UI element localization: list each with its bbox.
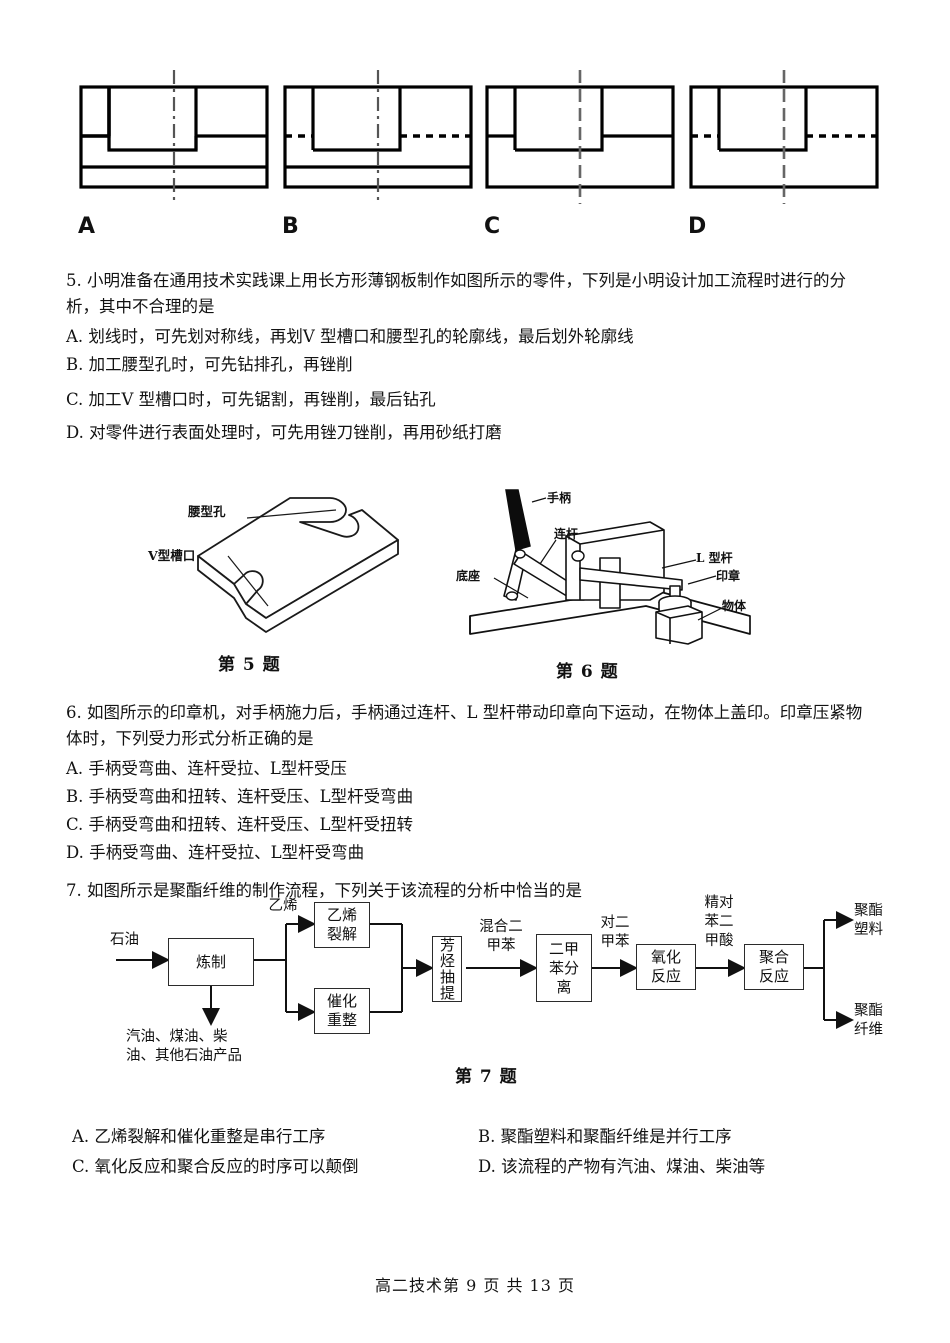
stamp-label: 印章: [716, 568, 740, 583]
l-rod-label: L 型杆: [696, 550, 733, 565]
question-5-option-c[interactable]: C. 加工V 型槽口时，可先锯割，再锉削，最后钻孔: [66, 390, 436, 409]
flow-node-catalytic-reforming: 催化重整: [314, 988, 370, 1034]
flow-node-aromatic-extraction: 芳烃抽提: [432, 936, 462, 1002]
flow-edge-label-pta: 精对苯二甲酸: [704, 895, 734, 949]
question-7-stem: 7. 如图所示是聚酯纤维的制作流程，下列关于该流程的分析中恰当的是: [66, 881, 582, 900]
question-6-option-d[interactable]: D. 手柄受弯曲、连杆受拉、L型杆受弯曲: [66, 843, 365, 862]
choice-c-drawing: [484, 62, 684, 211]
flow-output-fuels: 汽油、煤油、柴油、其他石油产品: [126, 1029, 242, 1064]
question-7-figure-caption: 第 7 题: [455, 1067, 518, 1087]
object-label: 物体: [722, 598, 747, 613]
flow-edge-label-ethylene: 乙烯: [268, 898, 298, 914]
flow-output-polyester-fiber: 聚酯纤维: [854, 1003, 883, 1038]
flow-node-refining: 炼制: [168, 938, 254, 986]
flow-input-petroleum: 石油: [110, 932, 139, 948]
question-5-stem: 5. 小明准备在通用技术实践课上用长方形薄钢板制作如图所示的零件，下列是小明设计…: [66, 271, 846, 316]
question-7-option-d[interactable]: D. 该流程的产物有汽油、煤油、柴油等: [478, 1157, 766, 1176]
question-7-option-b[interactable]: B. 聚酯塑料和聚酯纤维是并行工序: [478, 1127, 732, 1146]
base-label: 底座: [456, 568, 480, 583]
polyester-process-flowchart: 炼制 乙烯裂解 催化重整 芳烃抽提 二甲苯分离 氧化反应 聚合反应 石油 乙烯 …: [110, 895, 883, 1075]
choice-figure-d: D: [688, 62, 888, 257]
question-6-option-a[interactable]: A. 手柄受弯曲、连杆受拉、L型杆受压: [66, 759, 347, 778]
flow-node-xylene-separation: 二甲苯分离: [536, 934, 592, 1002]
question-6-option-c[interactable]: C. 手柄受弯曲和扭转、连杆受压、L型杆受扭转: [66, 815, 413, 834]
choice-label-c: C: [484, 214, 501, 239]
choice-label-d: D: [688, 214, 707, 239]
question-6-option-b[interactable]: B. 手柄受弯曲和扭转、连杆受压、L型杆受弯曲: [66, 787, 414, 806]
question-6-figure: 手柄 连杆 底座 L 型杆 印章 物体: [450, 488, 780, 667]
flow-output-polyester-plastic: 聚酯塑料: [854, 903, 883, 938]
choice-figure-c: C: [484, 62, 684, 257]
question-6-figure-caption: 第 6 题: [556, 662, 619, 682]
choice-figure-b: B: [282, 62, 482, 257]
flow-edge-label-mixed-xylene: 混合二甲苯: [479, 919, 523, 954]
question-6-stem: 6. 如图所示的印章机，对手柄施力后，手柄通过连杆、L 型杆带动印章向下运动，在…: [66, 703, 863, 748]
flow-node-oxidation-reaction: 氧化反应: [636, 944, 696, 990]
flow-edge-label-para-xylene: 对二甲苯: [600, 915, 630, 950]
answer-choice-figures: A B: [0, 62, 950, 257]
question-5-figure: 腰型孔 V型槽口: [140, 478, 440, 657]
question-5-option-b[interactable]: B. 加工腰型孔时，可先钻排孔，再锉削: [66, 355, 353, 374]
choice-label-b: B: [282, 214, 299, 239]
choice-figure-a: A: [78, 62, 278, 257]
handle-label: 手柄: [547, 490, 571, 505]
v-notch-label: V型槽口: [147, 548, 195, 563]
question-5-option-d[interactable]: D. 对零件进行表面处理时，可先用锉刀锉削，再用砂纸打磨: [66, 423, 502, 442]
flow-node-polymerization-reaction: 聚合反应: [744, 944, 804, 990]
choice-b-drawing: [282, 62, 482, 211]
question-7-option-a[interactable]: A. 乙烯裂解和催化重整是串行工序: [72, 1127, 326, 1146]
flow-node-ethylene-cracking: 乙烯裂解: [314, 902, 370, 948]
waist-hole-label: 腰型孔: [187, 504, 226, 519]
flowchart-arrows: [116, 911, 854, 1029]
choice-label-a: A: [78, 214, 96, 239]
question-5-figure-caption: 第 5 题: [218, 655, 281, 675]
question-5-option-a[interactable]: A. 划线时，可先划对称线，再划V 型槽口和腰型孔的轮廓线，最后划外轮廓线: [66, 327, 634, 346]
choice-d-drawing: [688, 62, 888, 211]
handle-shape: [505, 489, 531, 551]
choice-a-drawing: [78, 62, 278, 211]
question-7-option-c[interactable]: C. 氧化反应和聚合反应的时序可以颠倒: [72, 1157, 359, 1176]
connecting-rod-label: 连杆: [554, 526, 578, 541]
page-footer: 高二技术第 9 页 共 13 页: [375, 1276, 575, 1295]
